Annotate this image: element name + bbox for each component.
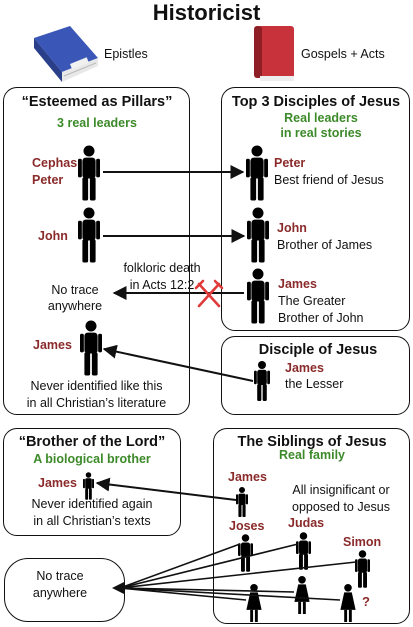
no-trace-line2: anywhere xyxy=(32,586,88,600)
disciple-box-desc: the Lesser xyxy=(285,377,344,391)
red-book-icon xyxy=(254,26,294,81)
sister-figure-3 xyxy=(340,584,356,622)
disciple-james-desc-line1: The Greater xyxy=(278,294,346,308)
brother-heading: “Brother of the Lord” xyxy=(18,434,166,450)
brother-subheading: A biological brother xyxy=(33,452,151,466)
siblings-desc-line1: All insignificant or xyxy=(292,483,390,497)
brother-desc-line1: Never identified again xyxy=(31,497,153,511)
blue-book-icon xyxy=(34,26,98,82)
sister-figure-1 xyxy=(246,584,262,622)
sibling-james-name: James xyxy=(228,470,267,484)
sibling-judas-name: Judas xyxy=(288,516,325,530)
pillar-john-name: John xyxy=(38,229,68,243)
pillar-no-trace-line2: anywhere xyxy=(47,299,103,313)
disciples-subheading-line2: in real stories xyxy=(280,126,362,140)
siblings-heading: The Siblings of Jesus xyxy=(237,434,387,450)
pillar-james-name: James xyxy=(33,338,72,352)
sibling-judas-figure xyxy=(296,532,311,570)
pillar-never-identified-line2: in all Christian’s literature xyxy=(26,396,167,410)
disciple-james-desc-line2: Brother of John xyxy=(278,311,364,325)
disciples-heading: Top 3 Disciples of Jesus xyxy=(231,94,401,110)
no-trace-box xyxy=(4,558,125,622)
sibling-simon-name: Simon xyxy=(343,535,382,549)
brother-james-figure xyxy=(83,472,94,500)
page-title: Historicist xyxy=(152,0,261,25)
disciple-john-figure xyxy=(247,207,269,263)
cephas-name: Cephas xyxy=(32,156,78,170)
pillars-subheading: 3 real leaders xyxy=(57,116,137,130)
disciple-james-name: James xyxy=(278,277,317,291)
disciple-john-name: John xyxy=(277,221,307,235)
disciple-peter-name: Peter xyxy=(274,156,306,170)
disciple-james-lesser-figure xyxy=(254,361,270,401)
sibling-joses-name: Joses xyxy=(229,519,265,533)
gospels-label: Gospels + Acts xyxy=(301,47,385,61)
sibling-unknown-mark: ? xyxy=(362,594,370,609)
death-note-line1: folkloric death xyxy=(123,261,201,275)
crossed-swords-icon xyxy=(194,279,224,308)
pillar-john-figure xyxy=(78,207,100,263)
epistles-label: Epistles xyxy=(104,47,148,61)
peter-figure xyxy=(246,145,268,201)
pillar-james-figure xyxy=(80,320,102,376)
sibling-simon-figure xyxy=(355,550,370,588)
disciple-james-greater-figure xyxy=(247,268,269,324)
sister-figure-2 xyxy=(294,576,310,614)
disciple-box-name: James xyxy=(285,361,324,375)
death-note-line2: in Acts 12:2 xyxy=(129,278,195,292)
sibling-james-figure xyxy=(236,487,248,517)
disciples-subheading-line1: Real leaders xyxy=(284,111,358,125)
pillar-never-identified-line1: Never identified like this xyxy=(30,379,163,393)
disciple-box-heading: Disciple of Jesus xyxy=(258,342,378,358)
disciple-peter-desc: Best friend of Jesus xyxy=(274,173,384,187)
cephas-figure xyxy=(78,145,100,201)
brother-box xyxy=(3,428,181,536)
pillar-no-trace-line1: No trace xyxy=(51,283,99,297)
disciple-john-desc: Brother of James xyxy=(277,238,373,252)
sibling-joses-figure xyxy=(238,534,253,572)
disciple-james-box xyxy=(221,336,410,415)
siblings-subheading: Real family xyxy=(278,448,345,462)
brother-desc-line2: in all Christian’s texts xyxy=(33,514,151,528)
pillars-heading: “Esteemed as Pillars” xyxy=(21,94,173,110)
brother-james-name: James xyxy=(38,476,77,490)
siblings-desc-line2: opposed to Jesus xyxy=(292,500,390,514)
no-trace-line1: No trace xyxy=(36,569,84,583)
cephas-peter-name: Peter xyxy=(32,173,64,187)
